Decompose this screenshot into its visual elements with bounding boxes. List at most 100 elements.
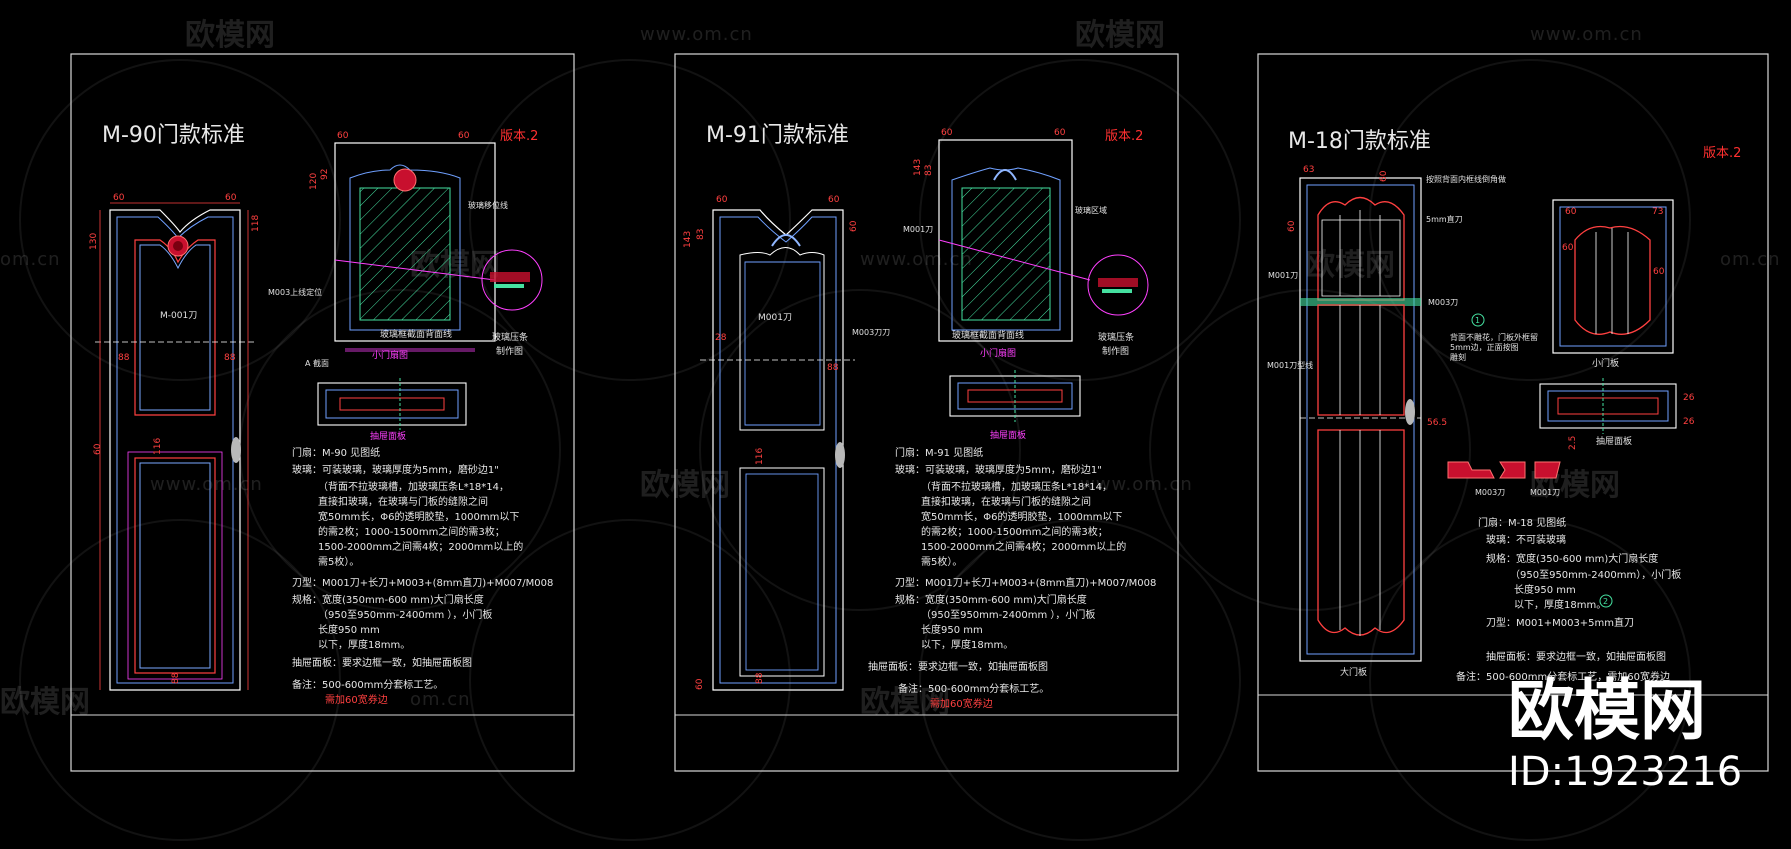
note-line: 备注：500-600mm分套标工艺。 [292,678,443,691]
sheet-title: M-90门款标准 [102,123,245,148]
rope-label: M001刀型线 [1267,360,1313,370]
watermark-url: www.om.cn [860,249,973,270]
knife-label: M001刀 [758,313,792,323]
note-line: （背面不拉玻璃槽，加玻璃压条L*18*14， [318,480,509,493]
dim-label: 26 [1683,393,1695,403]
small-door-elevation: 玻璃框截面背面线 小门扇图 M001刀 玻璃区域 [903,139,1107,359]
dim-label: 92 [320,169,330,180]
dim-label: 56.5 [1427,418,1447,428]
dim-label: 118 [251,215,261,232]
brand-id: ID:1923216 [1508,749,1742,795]
watermark-url: www.om.cn [1530,24,1643,45]
dim-label: 28 [715,333,727,343]
note-line: 门扇：M-90 见图纸 [292,446,380,459]
profile-sections: M003刀 M001刀 [1447,461,1561,497]
frame-section-label: 玻璃框截面背面线 [952,329,1024,341]
watermark-url: www.om.cn [1080,474,1193,495]
note-line: 1500-2000mm之间需4枚；2000mm以上的 [921,540,1126,553]
note-line: 备注：500-600mm分套标工艺，需加60宽券边 [1456,670,1670,683]
small-door-label: 小门扇图 [980,347,1016,359]
glass-note-label: 玻璃移位线 [468,200,508,210]
glass-pressbar-label: 玻璃压条 [1098,331,1134,343]
note-line: 1500-2000mm之间需4枚；2000mm以上的 [318,540,523,553]
cut-section-label: 抽屉面板 [370,430,406,442]
m001-label: M001刀 [1268,271,1298,280]
sheet-border [70,53,575,772]
version-label: 版本.2 [500,129,538,144]
notes-block: 门扇：M-91 见图纸 玻璃：可装玻璃，玻璃厚度为5mm，磨砂边1" （背面不拉… [868,446,1156,710]
note-line: 抽屉面板：要求边框一致，如抽屉面板图 [1486,650,1666,663]
sheet-title: M-18门款标准 [1288,129,1431,154]
dim-label: 83 [696,229,706,240]
a-section-label: A 截面 [305,358,329,368]
m003-label: M003刀刀 [852,328,890,337]
note-line: （950至950mm-2400mm），小门板 [1510,568,1681,581]
cut-section-label: 抽屉面板 [990,429,1026,441]
note-line: 直接扣玻璃，在玻璃与门板的缝隙之间 [318,495,488,508]
dim-label: 60 [695,678,705,690]
dim-label: 143 [913,159,923,176]
dim-label: 116 [153,438,163,455]
cut-section-label: 抽屉面板 [1596,435,1632,447]
circle-1-label: 1 [1475,316,1480,325]
dim-label: 60 [849,220,859,232]
m003-label: M003上线定位 [268,287,322,297]
note-line: （950至950mm-2400mm ），小门板 [318,608,492,621]
dim-label: 88 [224,353,236,363]
glass-pressbar-label: 玻璃压条 [492,331,528,343]
watermark-logo: 欧模网 [1075,18,1165,53]
note-line: 规格：宽度(350mm-600 mm)大门扇长度 [292,593,484,606]
note-line: 长度950 mm [318,623,380,636]
note-line: 需加60宽券边 [325,693,388,706]
dim-label: 143 [683,231,693,248]
sheet-border [674,53,1179,772]
note-line: 长度950 mm [1514,583,1576,596]
note-line: 玻璃：可装玻璃，玻璃厚度为5mm，磨砂边1" [895,463,1102,476]
glass-pressbar-detail: 玻璃压条 制作图 [481,249,543,357]
watermark-url: om.cn [410,689,471,710]
knife-label: M-001刀 [160,311,197,321]
note-line: 宽50mm长，Φ6的透明胶垫，1000mm以下 [318,510,519,523]
note-line: 长度950 mm [921,623,983,636]
note-line: 的需2枚；1000-1500mm之间的需3枚； [318,525,505,538]
note-line: 抽屉面板：要求边框一致，如抽屉面板图 [292,656,472,669]
small-door-elevation: 小门板 [1552,199,1674,369]
circle-note-3: 雕刻 [1450,352,1466,362]
version-label: 版本.2 [1703,146,1741,161]
dim-label: 60 [93,443,103,455]
detail-label: 制作图 [496,345,523,357]
watermark-url: www.om.cn [150,474,263,495]
dim-label: 60 [113,193,125,203]
note1-label: 按照背面内框线倒角做 [1426,174,1506,184]
dim-label: 88 [827,363,839,373]
dim-label: 83 [924,165,934,176]
note-line: 直接扣玻璃，在玻璃与门板的缝隙之间 [921,495,1091,508]
watermark-url: om.cn [1720,249,1781,270]
m001-label: M001刀 [903,225,933,234]
dim-label: 2.5 [1568,436,1578,450]
note-line: 玻璃：可装玻璃，玻璃厚度为5mm，磨砂边1" [292,463,499,476]
note-line: 以下，厚度18mm。 [1514,598,1606,611]
sheet-border [1257,53,1769,772]
note-line: 需5枚）。 [921,555,962,568]
dim-label: 60 [1562,243,1574,253]
sheet-title: M-91门款标准 [706,123,849,148]
dim-label: 116 [755,448,765,465]
watermark-logo: 欧模网 [0,685,90,720]
dimension-lines [99,202,249,690]
watermark-url: om.cn [0,249,61,270]
note-line: （950至950mm-2400mm ），小门板 [921,608,1095,621]
circle-2-label: 2 [1603,597,1608,606]
dim-label: 60 [225,193,237,203]
note-line: 备注：500-600mm分套标工艺。 [898,682,1049,695]
note-line: 需加60宽券边 [930,697,993,710]
dim-label: 60 [1287,220,1297,232]
note-line: 刀型：M001刀+长刀+M003+(8mm直刀)+M007/M008 [895,576,1156,589]
watermark-logo: 欧模网 [640,468,730,503]
drawer-panel-section: 抽屉面板 [949,370,1081,441]
drawer-panel-section: 抽屉面板 26 26 2.5 [1539,378,1695,450]
brand-logo: 欧模网 [1508,672,1706,749]
small-door-label: 小门扇图 [372,349,408,361]
note-line: 刀型：M001刀+长刀+M003+(8mm直刀)+M007/M008 [292,576,553,589]
